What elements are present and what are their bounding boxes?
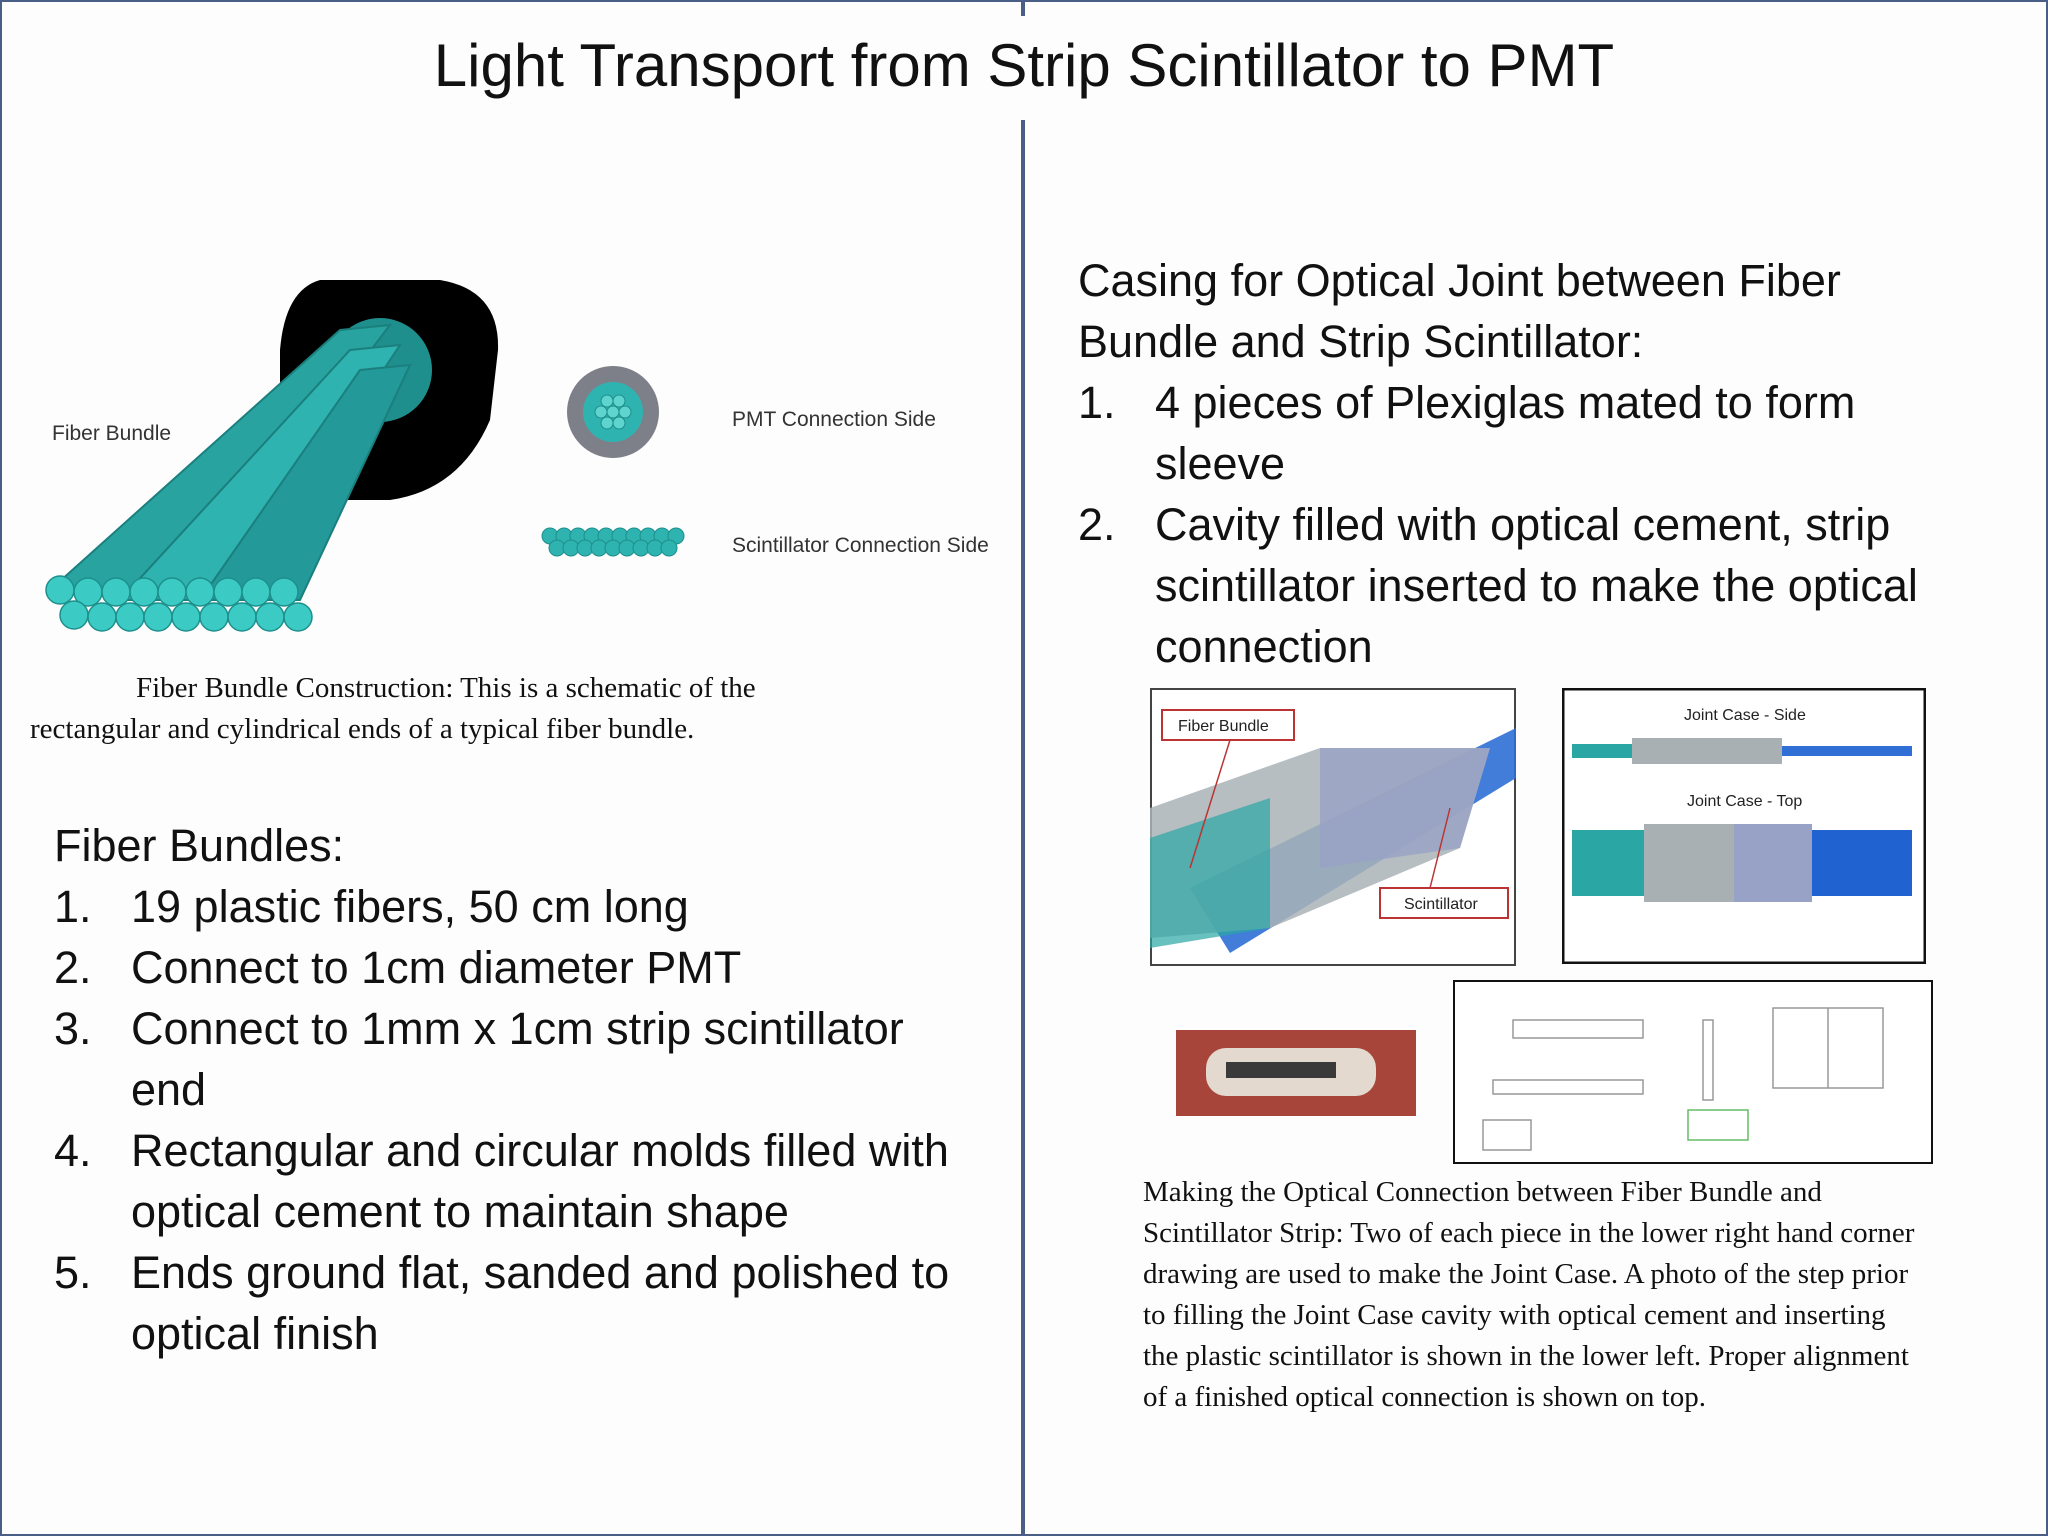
joint-top-label: Joint Case - Top <box>1687 793 1802 810</box>
scintillator-callout: Scintillator <box>1404 896 1478 913</box>
slide-title: Light Transport from Strip Scintillator … <box>433 32 1615 99</box>
list-item: 1.19 plastic fibers, 50 cm long <box>54 881 689 932</box>
scint-side-label: Scintillator Connection Side <box>732 534 989 557</box>
list-item: 2.Cavity filled with optical cement, str… <box>1078 499 1918 672</box>
list-item: 4.Rectangular and circular molds filled … <box>54 1125 949 1237</box>
list-item: 3.Connect to 1mm x 1cm strip scintillato… <box>54 1003 904 1115</box>
scint-side-row <box>541 527 685 557</box>
fiber-bundle-callout: Fiber Bundle <box>1178 718 1269 735</box>
fiber-bundles-list: 1.19 plastic fibers, 50 cm long 2.Connec… <box>54 876 1014 1364</box>
fiber-bundles-section: Fiber Bundles: 1.19 plastic fibers, 50 c… <box>54 815 1014 1364</box>
caption-line-2: rectangular and cylindrical ends of a ty… <box>30 713 695 745</box>
casing-heading: Casing for Optical Joint between Fiber B… <box>1078 255 1841 367</box>
joint-case-3d-figure: Fiber Bundle Scintillator <box>1150 688 1516 966</box>
fiber-bundle-figure: Fiber Bundle PMT Connection Side Scintil… <box>45 280 989 632</box>
list-item: 2.Connect to 1cm diameter PMT <box>54 942 742 993</box>
list-item: 5.Ends ground flat, sanded and polished … <box>54 1247 950 1359</box>
fiber-ends <box>45 575 313 632</box>
list-item: 1.4 pieces of Plexiglas mated to form sl… <box>1078 377 1856 489</box>
right-figure-caption: Making the Optical Connection between Fi… <box>1143 1176 1915 1413</box>
column-divider-top <box>1021 0 1025 16</box>
joint-case-views-figure: Joint Case - Side Joint Case - Top <box>1562 688 1926 964</box>
fiber-bundle-label: Fiber Bundle <box>52 422 171 445</box>
joint-case-photo <box>1176 1030 1416 1116</box>
casing-section: Casing for Optical Joint between Fiber B… <box>1078 250 2018 677</box>
column-divider <box>1021 120 1025 1536</box>
joint-side-label: Joint Case - Side <box>1684 707 1806 724</box>
joint-case-drawing <box>1453 980 1933 1164</box>
left-figure-caption: Fiber Bundle Construction: This is a sch… <box>30 668 930 750</box>
pmt-side-label: PMT Connection Side <box>732 408 936 431</box>
fiber-strands <box>47 323 412 602</box>
caption-line-1: Fiber Bundle Construction: This is a sch… <box>136 672 756 704</box>
casing-list: 1.4 pieces of Plexiglas mated to form sl… <box>1078 372 2018 677</box>
fiber-bundles-heading: Fiber Bundles: <box>54 820 345 871</box>
